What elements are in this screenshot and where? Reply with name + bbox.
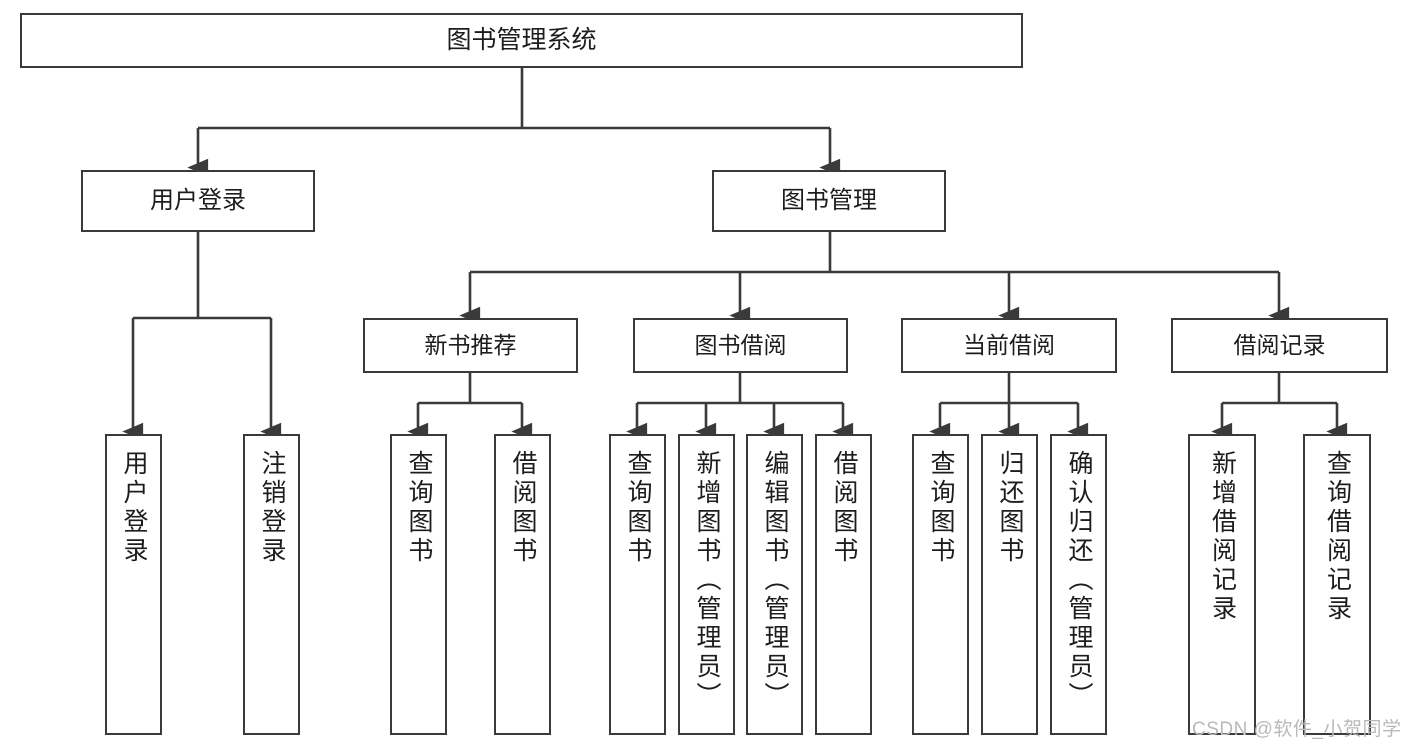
node-leaf-add-record-label: 新增借阅记录 bbox=[1208, 450, 1237, 624]
node-new-book-rec-label: 新书推荐 bbox=[424, 332, 517, 359]
node-leaf-query-book-1[interactable]: 查询图书 bbox=[390, 434, 447, 735]
node-leaf-user-login-label: 用户登录 bbox=[120, 450, 148, 566]
node-borrow-record[interactable]: 借阅记录 bbox=[1171, 318, 1388, 373]
node-leaf-return-book-label: 归还图书 bbox=[996, 450, 1024, 566]
node-leaf-query-record-label: 查询借阅记录 bbox=[1323, 450, 1352, 624]
node-leaf-edit-book-label: 编辑图书（管理员） bbox=[761, 450, 789, 711]
node-leaf-logout-label: 注销登录 bbox=[258, 450, 286, 566]
node-leaf-borrow-book-1[interactable]: 借阅图书 bbox=[494, 434, 551, 735]
node-book-manage-label: 图书管理 bbox=[781, 187, 877, 215]
node-leaf-confirm-return-label: 确认归还（管理员） bbox=[1065, 450, 1093, 711]
node-leaf-user-login[interactable]: 用户登录 bbox=[105, 434, 162, 735]
node-current-borrow-label: 当前借阅 bbox=[963, 332, 1055, 359]
node-leaf-return-book[interactable]: 归还图书 bbox=[981, 434, 1038, 735]
node-user-login[interactable]: 用户登录 bbox=[81, 170, 315, 232]
node-leaf-query-book-1-label: 查询图书 bbox=[405, 450, 433, 566]
node-new-book-rec[interactable]: 新书推荐 bbox=[363, 318, 578, 373]
node-leaf-add-book-label: 新增图书（管理员） bbox=[693, 450, 721, 711]
node-leaf-add-book[interactable]: 新增图书（管理员） bbox=[678, 434, 735, 735]
node-user-login-label: 用户登录 bbox=[150, 187, 246, 215]
node-leaf-borrow-book-2-label: 借阅图书 bbox=[830, 450, 858, 566]
node-book-borrow-label: 图书借阅 bbox=[694, 332, 787, 359]
node-book-borrow[interactable]: 图书借阅 bbox=[633, 318, 848, 373]
node-root[interactable]: 图书管理系统 bbox=[20, 13, 1023, 68]
node-book-manage[interactable]: 图书管理 bbox=[712, 170, 946, 232]
node-leaf-edit-book[interactable]: 编辑图书（管理员） bbox=[746, 434, 803, 735]
csdn-watermark: CSDN @软件_小贺同学 bbox=[1192, 719, 1402, 740]
node-leaf-confirm-return[interactable]: 确认归还（管理员） bbox=[1050, 434, 1107, 735]
node-leaf-query-book-2[interactable]: 查询图书 bbox=[609, 434, 666, 735]
node-leaf-logout[interactable]: 注销登录 bbox=[243, 434, 300, 735]
node-root-label: 图书管理系统 bbox=[446, 26, 597, 55]
node-leaf-borrow-book-2[interactable]: 借阅图书 bbox=[815, 434, 872, 735]
node-leaf-query-book-3[interactable]: 查询图书 bbox=[912, 434, 969, 735]
node-leaf-borrow-book-1-label: 借阅图书 bbox=[509, 450, 537, 566]
node-leaf-query-record[interactable]: 查询借阅记录 bbox=[1303, 434, 1371, 735]
node-leaf-add-record[interactable]: 新增借阅记录 bbox=[1188, 434, 1256, 735]
node-current-borrow[interactable]: 当前借阅 bbox=[901, 318, 1117, 373]
node-leaf-query-book-2-label: 查询图书 bbox=[624, 450, 652, 566]
node-leaf-query-book-3-label: 查询图书 bbox=[927, 450, 955, 566]
node-borrow-record-label: 借阅记录 bbox=[1233, 332, 1326, 359]
